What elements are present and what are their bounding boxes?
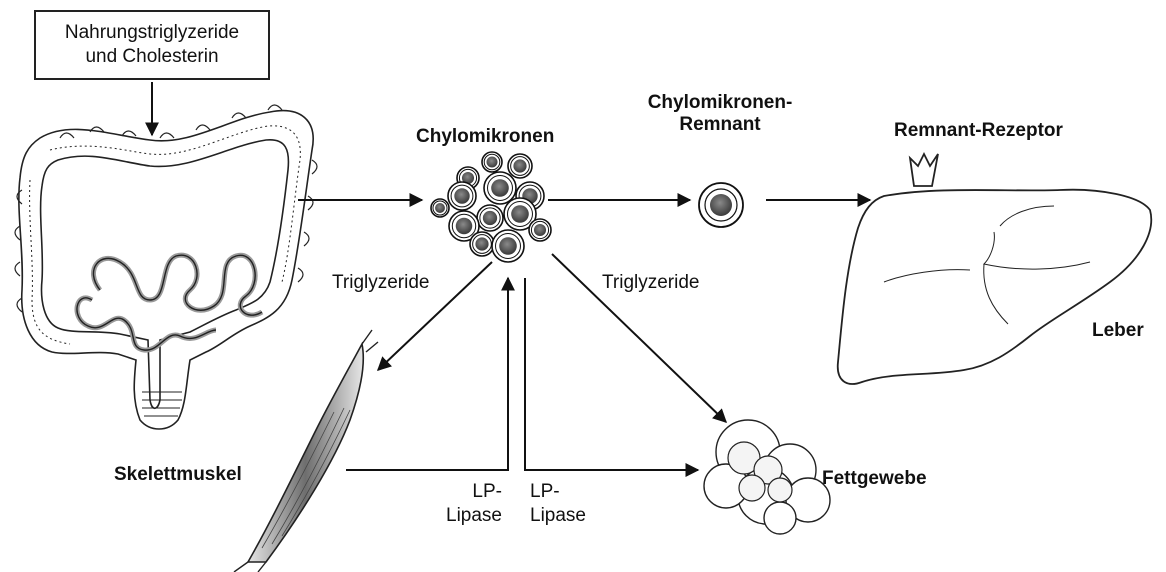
label-lp-lipase-left: LP- Lipase [446, 480, 502, 528]
intestine-illustration [15, 105, 317, 429]
skeletal-muscle-illustration [234, 330, 378, 572]
adipose-cluster [704, 420, 830, 534]
chylomicron-particle [529, 219, 551, 241]
chylomicron-particle [484, 172, 516, 204]
remnant-receptor-shape [910, 154, 938, 186]
remnant-particle [699, 183, 743, 227]
label-adipose-tissue: Fettgewebe [822, 468, 927, 490]
chylomicron-particle [492, 230, 524, 262]
label-lp-lipase-right: LP- Lipase [530, 480, 586, 528]
source-line-2: und Cholesterin [85, 45, 218, 69]
chylomicron-particle [448, 182, 476, 210]
liver-illustration [838, 190, 1152, 384]
chylomicron-particle [470, 232, 494, 256]
source-box: Nahrungstriglyzeride und Cholesterin [34, 10, 270, 80]
label-triglycerides-right: Triglyzeride [602, 272, 700, 294]
chylomicron-particle [508, 154, 532, 178]
adipocyte-outer [764, 502, 796, 534]
label-triglycerides-left: Triglyzeride [332, 272, 430, 294]
label-remnant-receptor: Remnant-Rezeptor [894, 120, 1063, 142]
label-lp-lipase-right-line-1: LP- [530, 480, 586, 504]
chylomicron-particle [482, 152, 502, 172]
lp-lipase-path-adipose [525, 278, 698, 470]
lp-lipase-path-muscle [346, 278, 508, 470]
label-chylomicrons: Chylomikronen [416, 126, 554, 148]
chylomicron-particle [477, 205, 503, 231]
chylomicron-particle [431, 199, 449, 217]
source-line-1: Nahrungstriglyzeride [65, 21, 239, 45]
label-remnant-line-2: Remnant [630, 114, 810, 136]
label-remnant-line-1: Chylomikronen- [630, 92, 810, 114]
adipocyte-droplet [768, 478, 792, 502]
label-lp-lipase-left-line-1: LP- [446, 480, 502, 504]
adipocyte-droplet [739, 475, 765, 501]
label-remnant: Chylomikronen- Remnant [630, 92, 810, 136]
label-skeletal-muscle: Skelettmuskel [114, 464, 242, 486]
label-lp-lipase-left-line-2: Lipase [446, 504, 502, 528]
label-liver: Leber [1092, 320, 1144, 342]
label-lp-lipase-right-line-2: Lipase [530, 504, 586, 528]
chylomicron-cluster [431, 152, 551, 262]
